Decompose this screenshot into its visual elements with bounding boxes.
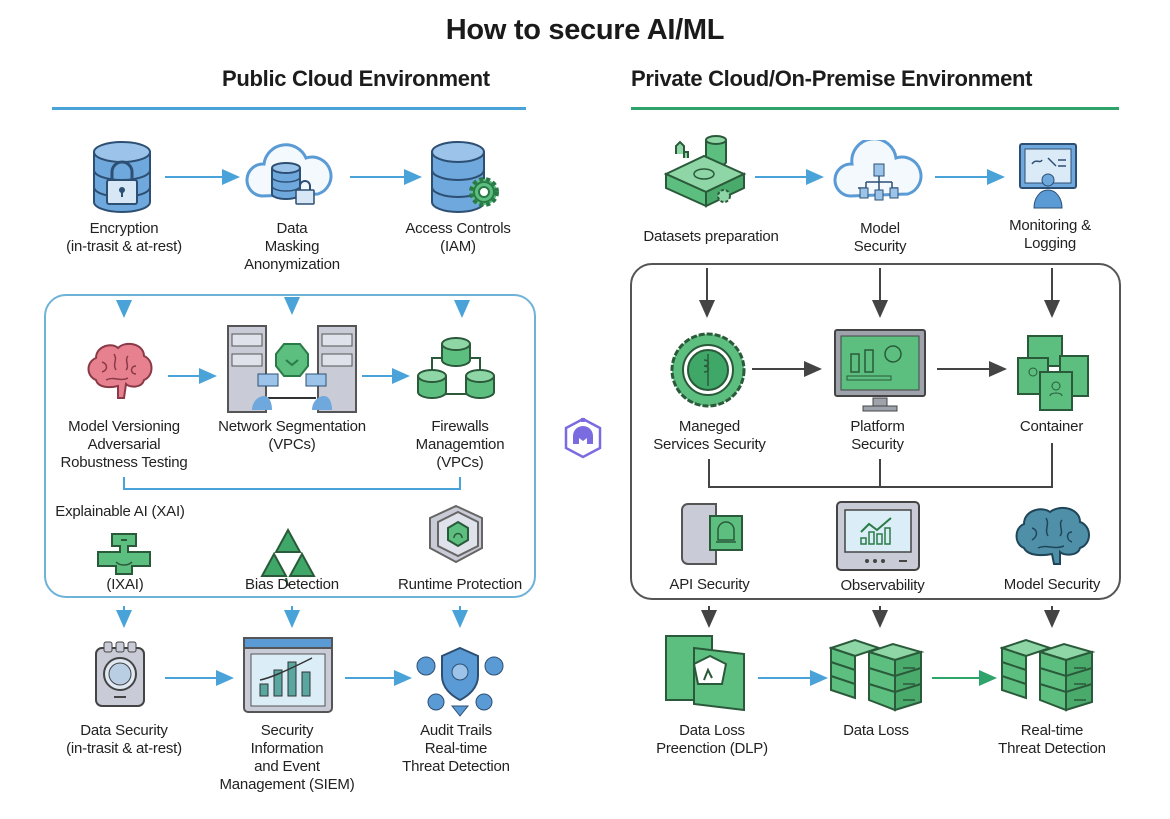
brain-icon <box>1015 506 1090 565</box>
label-container: Container <box>1019 418 1084 435</box>
siem-dashboard-icon <box>243 637 333 713</box>
label-data-security: Data Security(in-trasit & at-rest) <box>66 722 182 757</box>
bias-triangles-icon <box>260 528 316 587</box>
dataset-factory-icon <box>664 135 747 208</box>
database-gear-icon <box>431 141 499 213</box>
public-heading-rule <box>52 107 526 110</box>
label-datasets-preparation: Datasets preparation <box>643 228 779 245</box>
label-observability: Observability <box>840 577 925 594</box>
observability-chart-icon <box>836 501 920 571</box>
network-servers-icon <box>227 325 357 413</box>
label-bias-detection: Bias Detection <box>245 576 339 593</box>
helmet-shield-logo-icon <box>564 417 602 459</box>
platform-monitor-icon <box>834 329 926 412</box>
containers-icon <box>1017 335 1089 411</box>
cloud-hierarchy-icon <box>833 140 923 201</box>
private-heading-rule <box>631 107 1119 110</box>
dlp-vault-icon <box>665 635 745 712</box>
private-controls-group <box>630 263 1121 600</box>
private-cloud-heading: Private Cloud/On-Premise Environment <box>631 66 1033 91</box>
cloud-database-lock-icon <box>245 143 333 205</box>
data-security-device-icon <box>95 641 145 707</box>
public-cloud-heading: Public Cloud Environment <box>222 66 490 91</box>
server-stack-icon <box>1000 638 1096 712</box>
label-network-segmentation: Network Segmentation(VPCs) <box>218 418 366 453</box>
label-access-controls: Access Controls(IAM) <box>405 220 511 255</box>
firewall-databases-icon <box>417 337 495 399</box>
api-security-icon <box>681 503 743 565</box>
xai-puzzle-icon <box>97 533 151 575</box>
monitor-user-icon <box>1019 143 1077 209</box>
label-explainable-ai: Explainable AI (XAI) <box>55 503 185 520</box>
public-controls-group <box>44 294 536 598</box>
audit-shield-users-icon <box>416 646 504 717</box>
brain-icon <box>87 342 153 399</box>
label-encryption: Encryption(in-trasit & at-rest) <box>66 220 182 255</box>
label-monitoring-logging: Monitoring &Logging <box>1009 217 1091 252</box>
runtime-hexagon-icon <box>429 504 483 564</box>
managed-services-badge-icon <box>670 332 746 408</box>
page-title: How to secure AI/ML <box>445 14 725 46</box>
label-model-security: Model Security <box>1003 576 1101 593</box>
server-stack-icon <box>829 638 925 712</box>
label-runtime-protection: Runtime Protection <box>398 576 522 593</box>
label-ixai: (IXAI) <box>106 576 144 593</box>
label-api-security: API Security <box>669 576 750 593</box>
database-lock-icon <box>93 141 151 213</box>
label-data-loss: Data Loss <box>843 722 909 739</box>
